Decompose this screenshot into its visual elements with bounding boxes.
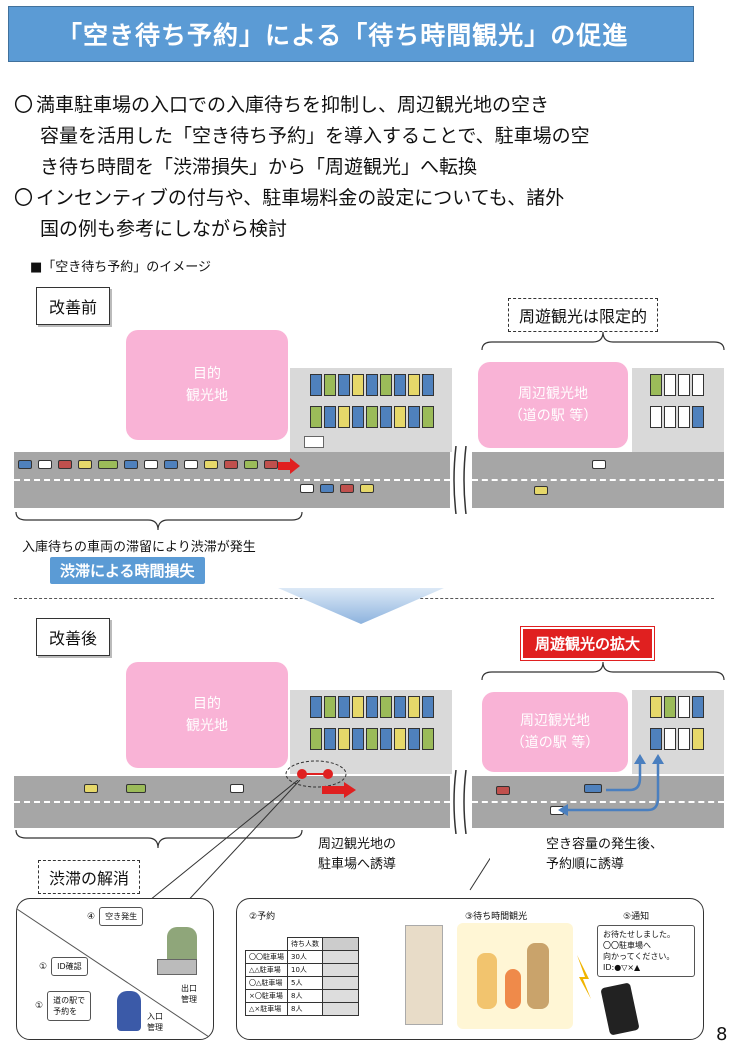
bullet-mark: 〇 bbox=[14, 94, 34, 116]
step-bubble: ID確認 bbox=[51, 957, 88, 976]
table-cell: 8人 bbox=[287, 1002, 323, 1016]
notify-title: ⑤通知 bbox=[623, 912, 650, 922]
notify-bubble: お待たせしました。 〇〇駐車場へ 向かってください。 ID:●▽×▲ bbox=[597, 925, 695, 977]
after-label: 改善後 bbox=[36, 618, 111, 656]
bullet-line: 満車駐車場の入口での入庫待ちを抑制し、周辺観光地の空き bbox=[36, 94, 550, 116]
reserve-title: ②予約 bbox=[249, 912, 276, 922]
destination-parking-before bbox=[290, 368, 452, 452]
exit-line: 管理 bbox=[181, 995, 197, 1004]
bubble-line: 予約を bbox=[53, 1007, 78, 1016]
destination-line: 目的 bbox=[193, 696, 221, 712]
exit-line: 出口 bbox=[181, 984, 197, 993]
guide-arrows-icon bbox=[558, 754, 664, 816]
destination-line: 観光地 bbox=[186, 718, 228, 734]
nearby-brace bbox=[481, 331, 725, 351]
entry-line: 入口 bbox=[147, 1012, 163, 1021]
notify-line: 向かってください。 bbox=[603, 952, 675, 961]
time-loss-label: 渋滞による時間損失 bbox=[50, 557, 205, 584]
road-break bbox=[453, 446, 467, 514]
callout-lines bbox=[150, 780, 490, 920]
car bbox=[534, 486, 548, 495]
panel-entry-exit: ④ 空き発生 出口 管理 ① ID確認 ① 道の駅で 予約を 入口 管理 bbox=[16, 898, 214, 1040]
step-number: ④ bbox=[87, 911, 96, 922]
nearby-line: （道の駅 等） bbox=[510, 735, 600, 751]
entry-line: 管理 bbox=[147, 1023, 163, 1032]
destination-after: 目的 観光地 bbox=[126, 662, 288, 768]
car bbox=[126, 784, 146, 793]
car bbox=[84, 784, 98, 793]
exit-label: 出口 管理 bbox=[181, 983, 197, 1005]
order-line: 予約順に誘導 bbox=[546, 857, 625, 872]
bullet-line: 国の例も参考にしながら検討 bbox=[40, 218, 288, 240]
nearby-spot-before: 周辺観光地 （道の駅 等） bbox=[478, 362, 628, 448]
car bbox=[584, 784, 602, 793]
entry-control-icon bbox=[285, 760, 356, 798]
step-bubble: 空き発生 bbox=[99, 907, 144, 926]
cleared-brace bbox=[15, 829, 303, 849]
destination-parking-after bbox=[290, 690, 452, 774]
car bbox=[230, 784, 244, 793]
bullet-1: 〇満車駐車場の入口での入庫待ちを抑制し、周辺観光地の空き 容量を活用した「空き待… bbox=[14, 90, 590, 183]
nearby-parking-after bbox=[632, 690, 724, 774]
oncoming-cars bbox=[300, 484, 374, 493]
step-number: ① bbox=[39, 961, 48, 972]
bullet-mark: 〇 bbox=[14, 187, 34, 209]
jam-cleared-label: 渋滞の解消 bbox=[38, 860, 141, 894]
road-break bbox=[453, 770, 467, 834]
family-illustration bbox=[457, 923, 573, 1029]
nearby-line: 周辺観光地 bbox=[520, 713, 590, 729]
guard-figure bbox=[117, 991, 141, 1031]
guide-text: 周辺観光地の 駐車場へ誘導 bbox=[318, 835, 396, 875]
destination-line: 観光地 bbox=[186, 388, 228, 404]
queue-brace bbox=[15, 511, 303, 531]
computer-icon bbox=[157, 959, 197, 975]
step-bubble: 道の駅で 予約を bbox=[47, 991, 92, 1021]
car bbox=[496, 786, 510, 795]
guide-line: 駐車場へ誘導 bbox=[318, 857, 397, 872]
before-label: 改善前 bbox=[36, 287, 111, 325]
image-caption: ■「空き待ち予約」のイメージ bbox=[30, 260, 212, 275]
notify-line: ID:●▽×▲ bbox=[603, 963, 641, 972]
nearby-parking-before bbox=[632, 368, 724, 452]
nearby-line: 周辺観光地 bbox=[518, 386, 588, 402]
bullet-2: 〇インセンティブの付与や、駐車場料金の設定についても、諸外 国の例も参考にしなが… bbox=[14, 183, 564, 245]
expand-label: 周遊観光の拡大 bbox=[521, 627, 655, 660]
bullet-line: 容量を活用した「空き待ち予約」を導入することで、駐車場の空 bbox=[40, 125, 590, 147]
guide-line: 周辺観光地の bbox=[318, 837, 397, 852]
destination-before: 目的 観光地 bbox=[126, 330, 288, 440]
nearby-spot-after: 周辺観光地 （道の駅 等） bbox=[482, 692, 628, 772]
nearby-line: （道の駅 等） bbox=[508, 408, 598, 424]
bubble-line: 道の駅で bbox=[53, 996, 86, 1005]
queue-arrow-icon bbox=[278, 458, 300, 474]
page-title: 「空き待ち予約」による「待ち時間観光」の促進 bbox=[8, 6, 694, 62]
nearby-limited-label: 周遊観光は限定的 bbox=[508, 298, 659, 332]
entry-label: 入口 管理 bbox=[147, 1011, 163, 1033]
bullet-line: き待ち時間を「渋滞損失」から「周遊観光」へ転換 bbox=[40, 156, 478, 178]
page-number: 8 bbox=[716, 1024, 728, 1045]
order-line: 空き容量の発生後、 bbox=[546, 837, 664, 852]
kiosk-illustration bbox=[405, 925, 443, 1025]
step-number: ① bbox=[35, 1001, 44, 1011]
expand-brace bbox=[481, 661, 725, 681]
order-text: 空き容量の発生後、 予約順に誘導 bbox=[546, 835, 663, 875]
notify-line: 〇〇駐車場へ bbox=[603, 941, 651, 950]
transition-arrow-icon bbox=[278, 588, 444, 624]
lightning-icons bbox=[577, 955, 591, 999]
bullet-line: インセンティブの付与や、駐車場料金の設定についても、諸外 bbox=[36, 187, 565, 209]
queue-description: 入庫待ちの車両の滞留により渋滞が発生 bbox=[22, 540, 256, 555]
car bbox=[592, 460, 606, 469]
notify-line: お待たせしました。 bbox=[603, 930, 675, 939]
wait-title: ③待ち時間観光 bbox=[465, 912, 528, 922]
queue-cars bbox=[18, 460, 278, 469]
destination-line: 目的 bbox=[193, 366, 221, 382]
